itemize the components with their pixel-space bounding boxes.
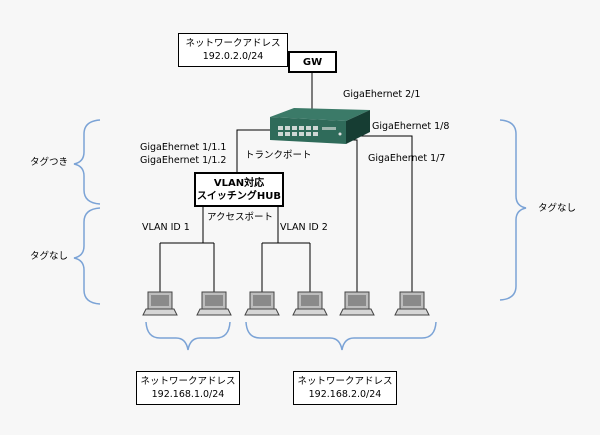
vlan1-label: VLAN ID 1 [142,222,190,233]
network-right-title: ネットワークアドレス [297,376,393,387]
pc-icon-2 [196,291,232,316]
trunk-line [236,129,282,172]
network-right-address: 192.168.2.0/24 [308,389,382,400]
pc-icon-4 [292,291,328,316]
pc-icon-3 [244,291,280,316]
bracket-network-right [245,321,437,351]
bracket-network-left [145,321,231,351]
network-top-title: ネットワークアドレス [185,38,281,49]
bracket-untagged-left [73,207,101,305]
vlan2-label: VLAN ID 2 [280,222,328,233]
pc-icon-5 [339,291,375,316]
pc-icon-6 [394,291,430,316]
port-18-label: GigaEhernet 1/8 [372,121,450,132]
vlan-hub-box: VLAN対応 スイッチングHUB [194,172,284,207]
bracket-untagged-right [499,119,527,301]
router-to-pc6-line [348,135,413,292]
port-17-label: GigaEhernet 1/7 [368,153,446,164]
router-device [270,108,370,144]
hub-line1: VLAN対応 [213,177,265,189]
brackets [73,119,527,351]
network-left-address: 192.168.1.0/24 [151,389,225,400]
tagged-left-label: タグつき [30,157,69,168]
port-112-label: GigaEhernet 1/1.2 [140,155,227,166]
pc-icon-1 [142,291,178,316]
network-box-top: ネットワークアドレス 192.0.2.0/24 [178,33,288,67]
gw-label: GW [302,56,323,68]
pc-icons [142,291,430,316]
gw-box: GW [288,51,337,73]
network-top-address: 192.0.2.0/24 [202,51,264,62]
port-111-label: GigaEhernet 1/1.1 [140,142,227,153]
network-box-left: ネットワークアドレス 192.168.1.0/24 [136,371,240,405]
access-port-label: アクセスポート [207,212,274,223]
untagged-right-label: タグなし [538,203,577,214]
trunk-port-label: トランクポート [245,150,312,161]
bracket-tagged-left [73,119,101,205]
port-uplink-label: GigaEhernet 2/1 [343,89,421,100]
network-box-right: ネットワークアドレス 192.168.2.0/24 [293,371,397,405]
router-to-pc5-line [340,139,358,292]
untagged-left-label: タグなし [30,251,69,262]
network-left-title: ネットワークアドレス [140,376,236,387]
hub-line2: スイッチングHUB [196,190,282,202]
